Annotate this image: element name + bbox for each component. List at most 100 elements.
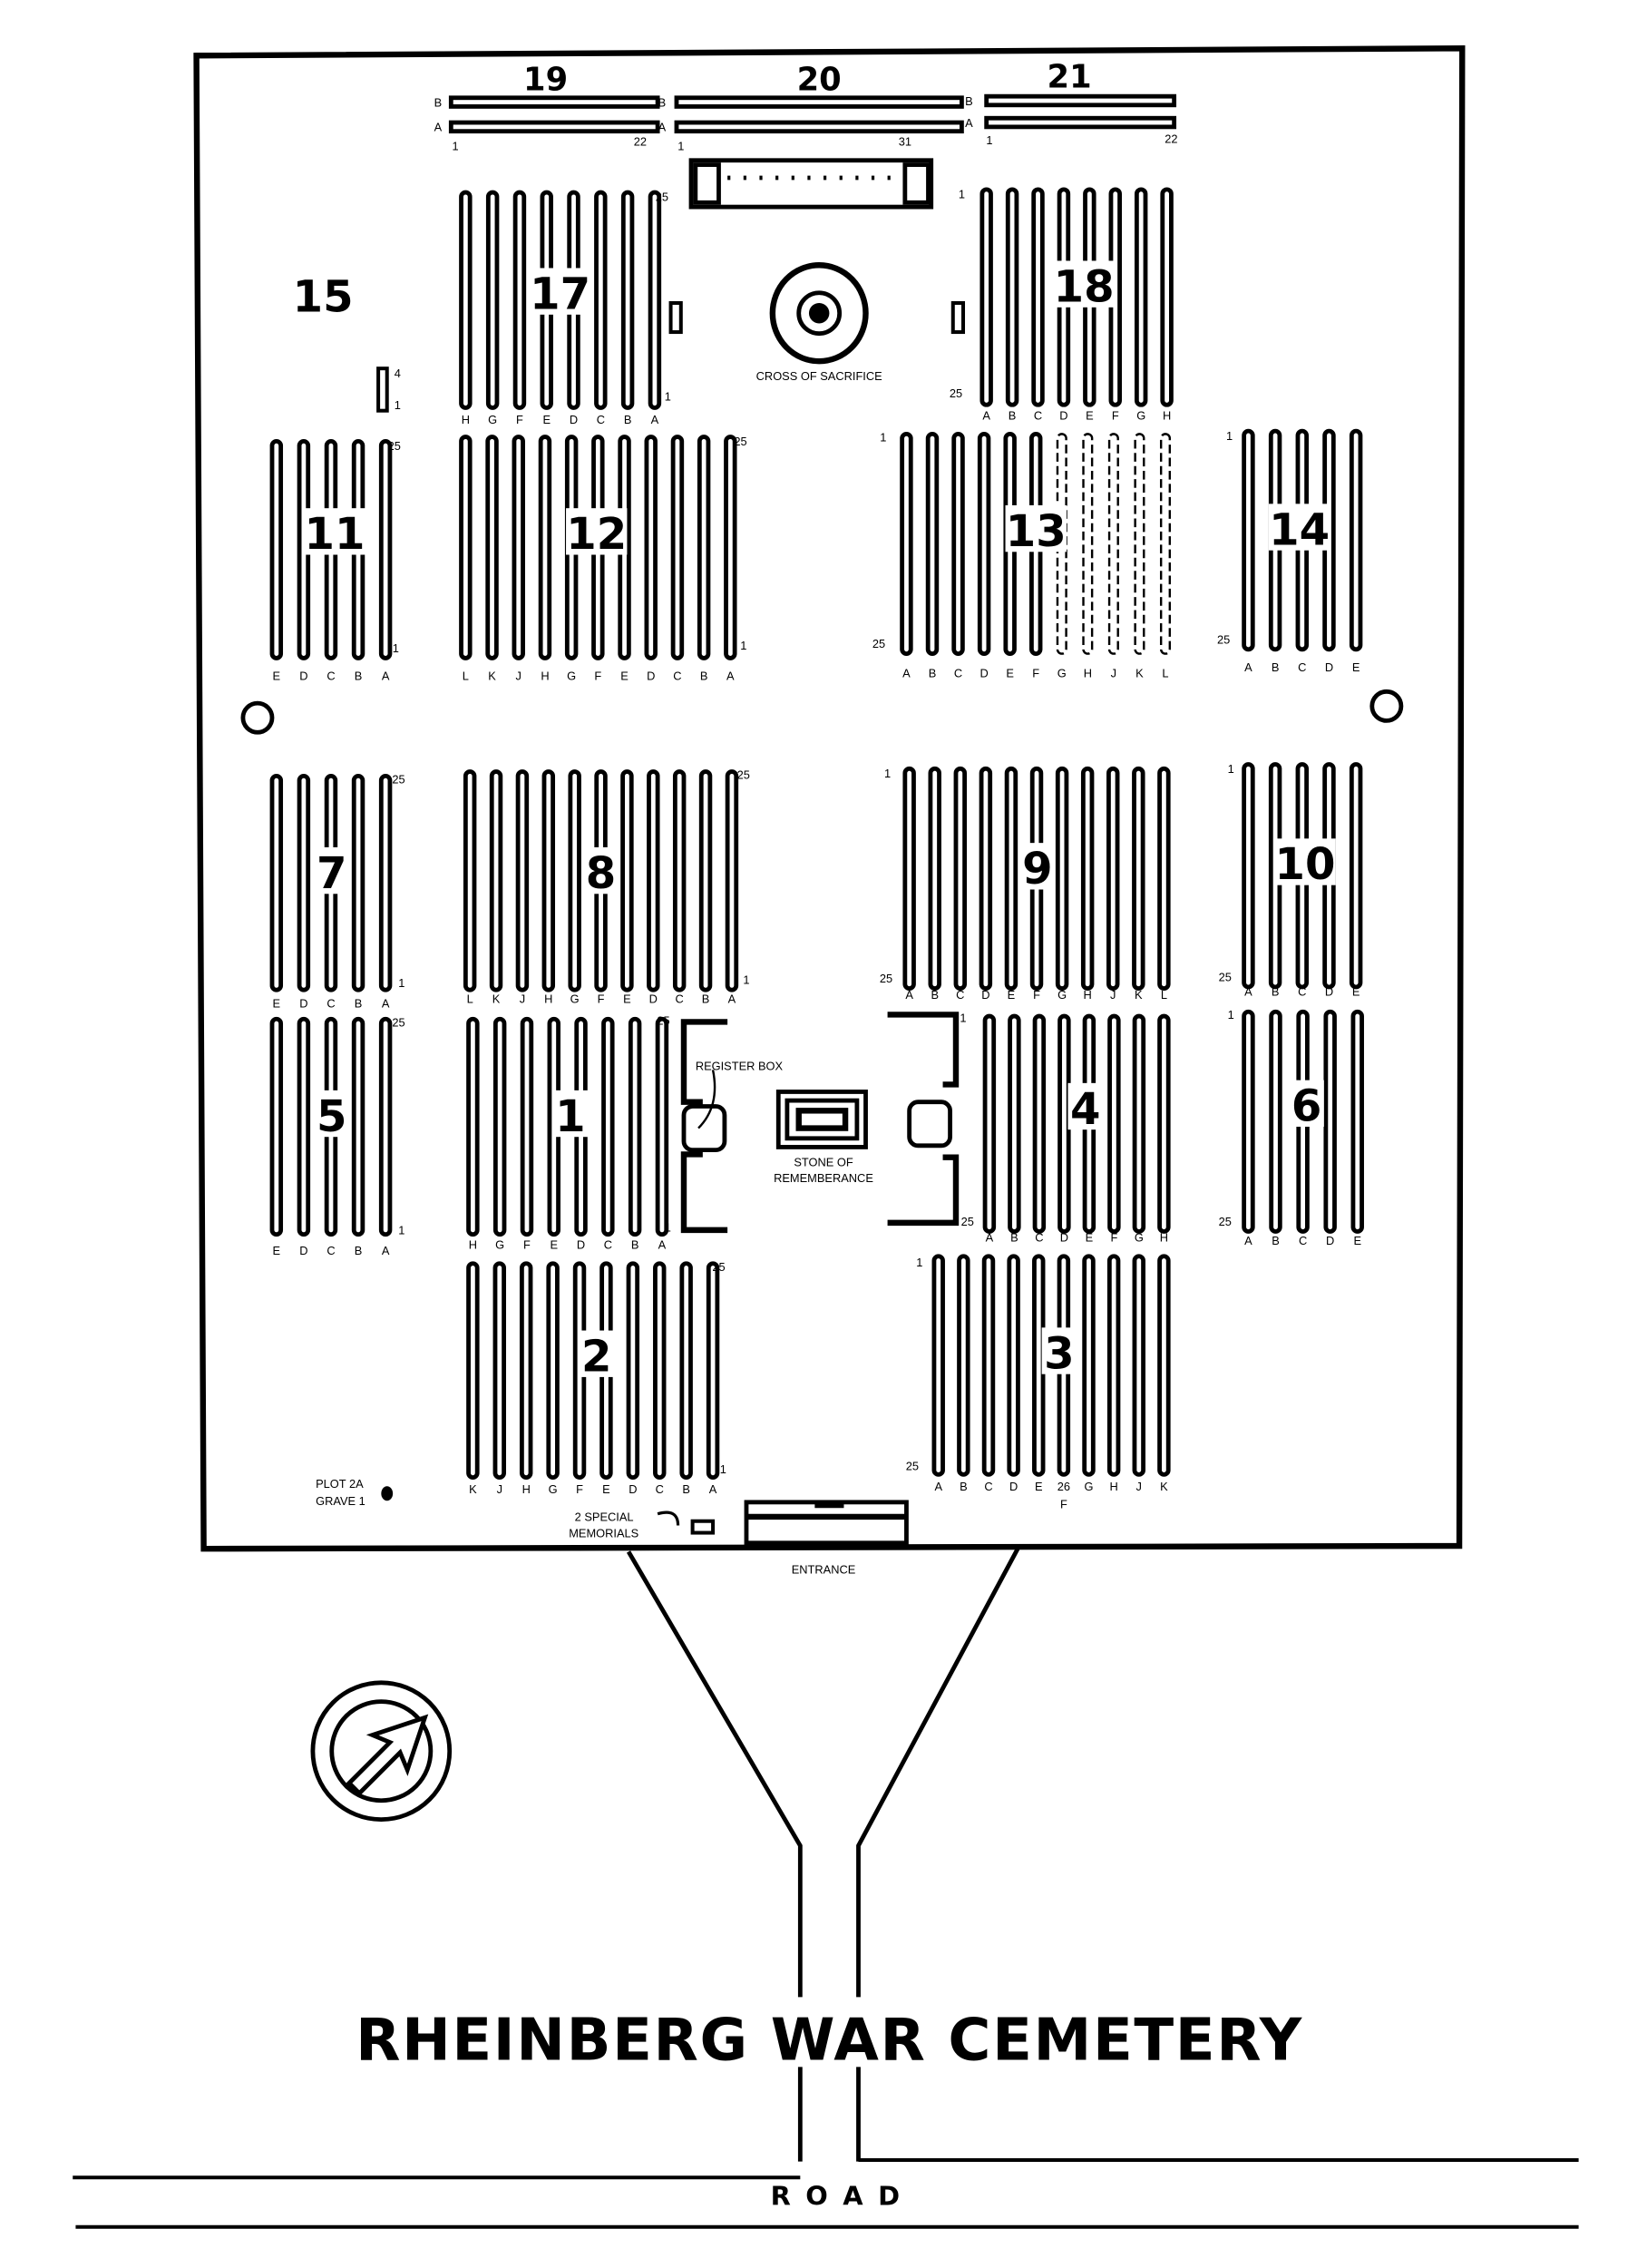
grave-row-H[interactable]	[538, 435, 552, 660]
grave-row-K[interactable]	[485, 435, 499, 660]
grave-row-E[interactable]	[269, 1016, 284, 1237]
grave-row-G[interactable]	[1132, 1013, 1146, 1234]
grave-row-D[interactable]	[1057, 1013, 1071, 1234]
grave-row-L[interactable]	[1157, 766, 1171, 991]
grave-row-K[interactable]	[466, 1261, 480, 1481]
grave-row-A[interactable]	[655, 1016, 669, 1237]
grave-row-G[interactable]	[1055, 766, 1069, 991]
grave-row-A[interactable]	[900, 431, 913, 657]
grave-row-D[interactable]	[1323, 1009, 1337, 1234]
grave-row-D[interactable]	[647, 769, 660, 992]
grave-row-B[interactable]	[1269, 1009, 1282, 1234]
grave-row-G[interactable]	[568, 769, 581, 992]
grave-row-E[interactable]	[269, 773, 284, 992]
grave-row-L[interactable]	[1159, 433, 1172, 655]
grave-row-A[interactable]	[674, 120, 964, 134]
grave-row-B[interactable]	[1008, 1013, 1021, 1234]
grave-row-A[interactable]	[902, 766, 916, 991]
grave-row-J[interactable]	[512, 435, 525, 660]
grave-row-A[interactable]	[378, 1016, 393, 1237]
grave-row-K[interactable]	[1132, 766, 1145, 991]
grave-row-B[interactable]	[351, 773, 365, 992]
grave-row-A[interactable]	[1242, 1009, 1255, 1234]
grave-row-D[interactable]	[644, 435, 658, 660]
grave-row-C[interactable]	[601, 1016, 615, 1237]
grave-row-B[interactable]	[698, 769, 713, 992]
grave-row-H[interactable]	[466, 1016, 480, 1237]
grave-row-A[interactable]	[648, 190, 662, 410]
grave-row-J[interactable]	[492, 1261, 507, 1481]
grave-row-E[interactable]	[1032, 1254, 1046, 1477]
grave-row-A[interactable]	[378, 773, 393, 992]
grave-row-J[interactable]	[515, 769, 530, 992]
grave-row-A[interactable]	[724, 435, 737, 660]
grave-row-K[interactable]	[1157, 1254, 1171, 1477]
grave-row-L[interactable]	[463, 769, 477, 992]
grave-row-D[interactable]	[297, 1016, 311, 1237]
grave-row-B[interactable]	[957, 1254, 970, 1477]
grave-row-A[interactable]	[725, 769, 739, 992]
grave-row-A[interactable]	[1242, 762, 1255, 990]
grave-row-A[interactable]	[448, 120, 660, 134]
grave-row-C[interactable]	[1032, 1013, 1047, 1234]
grave-row-G[interactable]	[485, 190, 500, 410]
grave-row-B[interactable]	[679, 1261, 693, 1481]
grave-row-A[interactable]	[984, 115, 1177, 130]
grave-row-A[interactable]	[982, 1013, 997, 1234]
grave-row-F[interactable]	[1107, 1013, 1121, 1234]
grave-row-E[interactable]	[269, 438, 284, 660]
grave-row-G[interactable]	[492, 1016, 507, 1237]
grave-row-J[interactable]	[1107, 433, 1119, 655]
grave-row-A[interactable]	[706, 1261, 720, 1481]
grave-row-C[interactable]	[670, 435, 685, 660]
grave-row-B[interactable]	[984, 93, 1177, 108]
grave-row-A[interactable]	[378, 438, 393, 660]
grave-row-E[interactable]	[1004, 766, 1018, 991]
grave-row-C[interactable]	[1031, 187, 1045, 407]
grave-row-D[interactable]	[979, 766, 993, 991]
grave-row-G[interactable]	[546, 1261, 560, 1481]
grave-row-B[interactable]	[351, 1016, 365, 1237]
grave-row-D[interactable]	[297, 773, 311, 992]
grave-row-C[interactable]	[672, 769, 687, 992]
grave-row-E[interactable]	[1349, 762, 1363, 990]
grave-row-H[interactable]	[1080, 766, 1095, 991]
grave-row-C[interactable]	[981, 1254, 996, 1477]
grave-row-H[interactable]	[541, 769, 556, 992]
grave-row-B[interactable]	[448, 95, 660, 109]
grave-row-E[interactable]	[1350, 1009, 1364, 1234]
grave-row-C[interactable]	[653, 1261, 667, 1481]
grave-row-B[interactable]	[674, 95, 964, 109]
grave-row-B[interactable]	[925, 431, 940, 657]
grave-row-B[interactable]	[628, 1016, 642, 1237]
grave-row-H[interactable]	[1082, 433, 1094, 655]
grave-row-A[interactable]	[931, 1254, 945, 1477]
grave-row-B[interactable]	[928, 766, 941, 991]
grave-row-H[interactable]	[459, 190, 473, 410]
grave-row-C[interactable]	[953, 766, 968, 991]
grave-row-B[interactable]	[620, 190, 635, 410]
grave-row-E[interactable]	[620, 769, 634, 992]
grave-row-J[interactable]	[1106, 766, 1120, 991]
grave-row-D[interactable]	[1007, 1254, 1020, 1477]
grave-row-H[interactable]	[1157, 1013, 1171, 1234]
